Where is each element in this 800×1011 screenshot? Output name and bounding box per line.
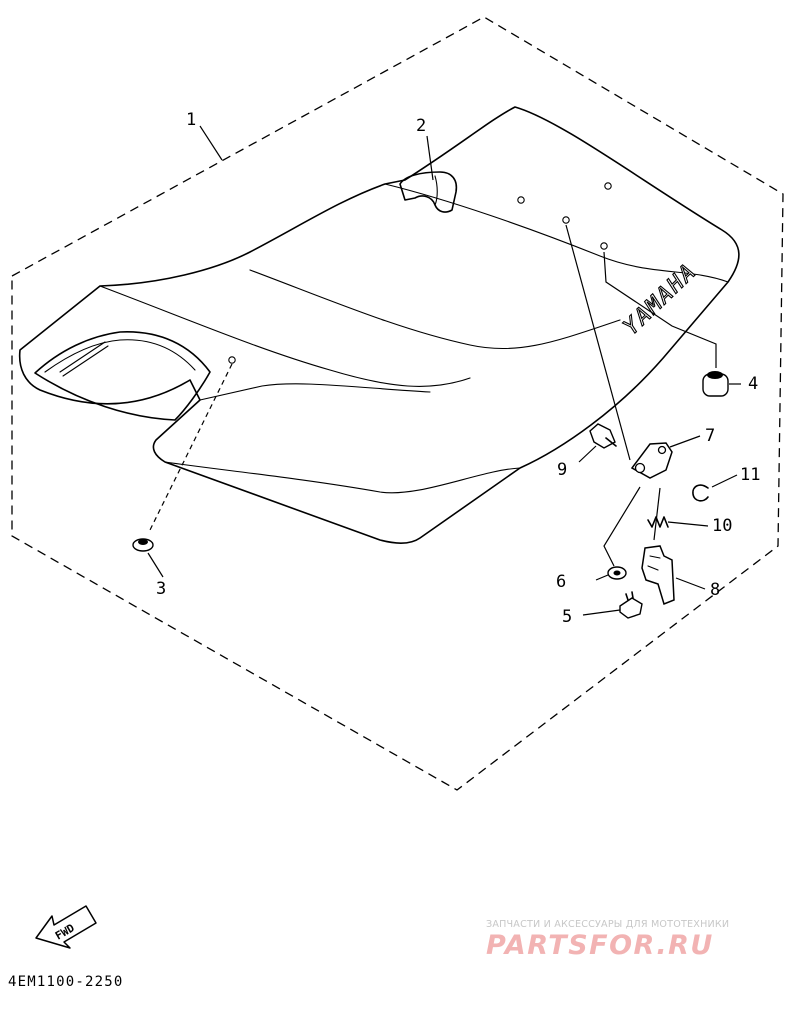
callout-10: 10	[712, 516, 732, 536]
leader-hole-4	[603, 251, 717, 368]
leader-hook-8	[653, 487, 661, 541]
assembly-boundary	[11, 16, 784, 791]
seat-front-edge	[199, 383, 431, 401]
callout-5: 5	[562, 607, 572, 627]
callout-leaders	[147, 125, 741, 616]
lock-bracket-part	[630, 442, 673, 479]
callout-7: 7	[705, 426, 715, 446]
seat-strap	[59, 341, 109, 377]
lock-hook-part	[641, 545, 675, 606]
clip-part	[692, 484, 709, 502]
callout-6: 6	[556, 572, 566, 592]
washer-part	[607, 566, 627, 580]
fwd-arrow-icon: FWD	[35, 905, 97, 949]
seat-mid-line	[249, 269, 621, 350]
watermark-site-logo: PARTSFOR.RU	[486, 930, 714, 961]
callout-2: 2	[416, 116, 426, 136]
diagram-code: 4EM1100-2250	[8, 974, 124, 990]
seat-front-recess	[34, 331, 211, 421]
seat-assembly: YAMAHA	[18, 106, 740, 544]
bolt-part-9	[589, 423, 617, 449]
seat-top-line	[99, 285, 471, 387]
seat-ridge-line	[384, 183, 729, 283]
grommet-part	[132, 538, 154, 552]
watermark-tagline: ЗАПЧАСТИ И АКСЕССУАРЫ ДЛЯ МОТОТЕХНИКИ	[486, 919, 730, 930]
callout-8: 8	[710, 580, 720, 600]
callout-3: 3	[156, 579, 166, 599]
leader-hole-3	[149, 363, 233, 531]
seat-outline	[18, 106, 740, 544]
recess-inner-line	[44, 339, 196, 373]
callout-1: 1	[186, 110, 196, 130]
callout-9: 9	[557, 460, 567, 480]
damper-part	[702, 371, 729, 397]
callout-11: 11	[740, 465, 760, 485]
spring-part	[647, 516, 669, 528]
seat-side-edge	[164, 461, 521, 494]
screw-part	[619, 591, 643, 619]
callout-4: 4	[748, 374, 758, 394]
grab-handle	[399, 171, 458, 213]
leader-hook-6	[603, 486, 641, 567]
mounting-holes	[228, 182, 612, 364]
leader-hole-7	[565, 224, 631, 461]
